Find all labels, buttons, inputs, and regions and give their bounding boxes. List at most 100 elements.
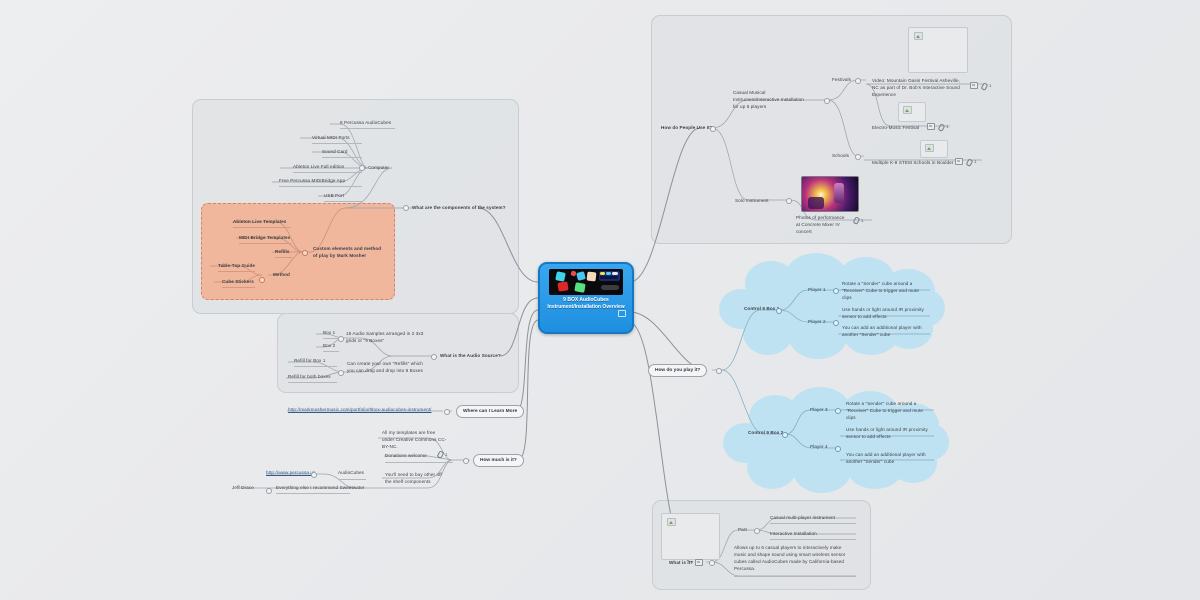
divider bbox=[323, 338, 339, 339]
learn-more-url[interactable]: http://markmoshermusic.com/portfolio/9bo… bbox=[288, 407, 432, 412]
label-how-play[interactable]: How do you play it? bbox=[648, 364, 708, 377]
custom-item[interactable]: Ableton Live Templates bbox=[233, 219, 287, 224]
label-what-is-it[interactable]: What is it? bbox=[669, 560, 694, 565]
central-thumbnail bbox=[549, 269, 623, 295]
label-learn-more[interactable]: Where can I Learn More bbox=[456, 405, 525, 418]
connector-dot bbox=[833, 288, 840, 295]
play-note[interactable]: Rotate a "Sender" cube around a "Receive… bbox=[846, 401, 923, 420]
school-item[interactable]: Multiple K-8 STEM Schools in Boulder bbox=[872, 160, 954, 165]
connector-dot bbox=[431, 354, 438, 361]
component-item[interactable]: Sound Card bbox=[322, 149, 348, 154]
player-label[interactable]: Player 2 bbox=[808, 319, 826, 324]
festival-item[interactable]: Video: Mountain Oasis Festival Asheville… bbox=[872, 78, 961, 97]
divider bbox=[279, 186, 362, 187]
cost-item[interactable]: You'll need to buy other off the shelf c… bbox=[385, 472, 442, 484]
connector-dot bbox=[266, 488, 273, 495]
festival-item[interactable]: Electro-Music Festival bbox=[872, 125, 920, 130]
label-method[interactable]: Method bbox=[273, 272, 290, 277]
connector-dot bbox=[754, 528, 761, 535]
sweetwater-contact[interactable]: Jeff Drace bbox=[232, 485, 254, 490]
component-item[interactable]: Free Percussa MIDIBridge App bbox=[279, 178, 346, 183]
divider bbox=[293, 172, 362, 173]
link-icon bbox=[981, 83, 986, 89]
play-note[interactable]: Rotate a "Sender" cube around a "Receive… bbox=[842, 281, 919, 300]
method-item[interactable]: Table-Top Guide bbox=[218, 263, 256, 268]
broken-image-icon bbox=[925, 144, 934, 152]
divider bbox=[770, 523, 856, 524]
connector-dot bbox=[311, 472, 318, 479]
festival-meta: 1 bbox=[970, 82, 991, 89]
custom-item[interactable]: Refills bbox=[275, 249, 290, 254]
what-part-item[interactable]: Interactive Installation bbox=[770, 531, 817, 536]
component-item[interactable]: Virtual MIDI Ports bbox=[312, 135, 350, 140]
audio-samples-note[interactable]: 18 Audio Samples arranged in 2 3x3 grids… bbox=[346, 331, 424, 343]
label-schools[interactable]: Schools bbox=[832, 153, 850, 158]
label-control-box-2[interactable]: Control 9 Box 2 bbox=[748, 430, 784, 435]
festival-thumbnail bbox=[908, 27, 968, 73]
label-usage[interactable]: How do People Use It? bbox=[661, 125, 713, 130]
play-note[interactable]: Use hands or light around IR proximity s… bbox=[846, 427, 928, 439]
refill-item[interactable]: Refill for both boxes bbox=[288, 374, 331, 379]
player-label[interactable]: Player 1 bbox=[808, 287, 826, 292]
school-thumbnail bbox=[920, 140, 948, 158]
concert-photo bbox=[801, 176, 859, 212]
divider bbox=[323, 351, 339, 352]
label-how-much[interactable]: How much is it? bbox=[473, 454, 524, 467]
solo-count: 1 bbox=[861, 217, 864, 223]
player-label[interactable]: Player 3 bbox=[810, 407, 828, 412]
box-item[interactable]: Box 1 bbox=[323, 330, 336, 335]
label-custom-elements[interactable]: Custom elements and method of play by Ma… bbox=[313, 246, 382, 258]
play-note[interactable]: You can add an additional player with an… bbox=[846, 452, 926, 464]
divider bbox=[275, 257, 292, 258]
broken-image-icon bbox=[903, 106, 912, 114]
percussa-url[interactable]: http://www.percussa.us bbox=[266, 470, 316, 475]
player-label[interactable]: Player 4 bbox=[810, 444, 828, 449]
central-node[interactable]: 9 BOX AudioCubes Instrument/Installation… bbox=[538, 262, 634, 334]
divider bbox=[276, 493, 350, 494]
label-control-box-1[interactable]: Control 9 Box 1 bbox=[744, 306, 780, 311]
label-audio-source[interactable]: What is the Audio Source? bbox=[440, 353, 501, 358]
cloud-control-box-2 bbox=[723, 387, 949, 493]
divider bbox=[322, 157, 362, 158]
sweetwater-label[interactable]: Everything else I recommend Sweetwater bbox=[276, 485, 365, 490]
central-title: 9 BOX AudioCubes Instrument/Installation… bbox=[547, 297, 625, 311]
label-festivals[interactable]: Festivals bbox=[832, 77, 852, 82]
what-is-it-description[interactable]: Allows up to 6 casual players to interac… bbox=[734, 545, 846, 571]
group-audio-source bbox=[277, 313, 519, 393]
connector-dot bbox=[710, 126, 717, 133]
link-icon bbox=[437, 451, 442, 457]
what-part-item[interactable]: Casual multi-player instrument bbox=[770, 515, 836, 520]
festival-thumbnail bbox=[898, 102, 926, 122]
box-item[interactable]: Box 2 bbox=[323, 343, 336, 348]
component-item[interactable]: Ableton Live Full edition bbox=[293, 164, 345, 169]
festival-meta: 1 bbox=[927, 123, 948, 130]
refill-item[interactable]: Refill for Box 1 bbox=[294, 358, 326, 363]
play-note[interactable]: Use hands or light around IR proximity s… bbox=[842, 307, 924, 319]
divider bbox=[294, 366, 337, 367]
divider bbox=[239, 243, 291, 244]
label-solo-instrument[interactable]: Solo Instrument bbox=[735, 198, 769, 203]
cost-item[interactable]: Donations welcome bbox=[385, 453, 427, 458]
method-item[interactable]: Cube Stickers bbox=[222, 279, 254, 284]
connector-dot bbox=[716, 368, 723, 375]
play-note[interactable]: You can add an additional player with an… bbox=[842, 325, 922, 337]
what-is-it-thumbnail bbox=[661, 513, 720, 560]
divider bbox=[218, 271, 255, 272]
note-icon bbox=[955, 158, 963, 165]
connector-dot bbox=[855, 78, 862, 85]
solo-meta: 1 bbox=[853, 217, 863, 223]
refills-note[interactable]: Can create your own "Refills" which you … bbox=[347, 361, 423, 373]
percussa-label[interactable]: AudioCubes bbox=[338, 470, 365, 475]
label-part[interactable]: Part bbox=[738, 527, 747, 532]
label-audiocubes-count[interactable]: 8 Percussa AudioCubes bbox=[340, 120, 392, 125]
solo-item[interactable]: Photos of performance at Concrete Mixer … bbox=[796, 215, 845, 234]
label-components[interactable]: What are the components of the system? bbox=[412, 205, 506, 210]
donation-meta: 1 bbox=[437, 451, 447, 457]
cost-item[interactable]: All my templates are free under Creative… bbox=[382, 430, 447, 449]
custom-item[interactable]: MIDI Bridge Templates bbox=[239, 235, 291, 240]
component-item[interactable]: USB Port bbox=[324, 193, 344, 198]
label-computer[interactable]: Computer bbox=[368, 165, 389, 170]
usage-casual[interactable]: Casual Musical Instrument/Interactive In… bbox=[733, 90, 804, 109]
divider bbox=[770, 539, 856, 540]
divider bbox=[222, 287, 255, 288]
